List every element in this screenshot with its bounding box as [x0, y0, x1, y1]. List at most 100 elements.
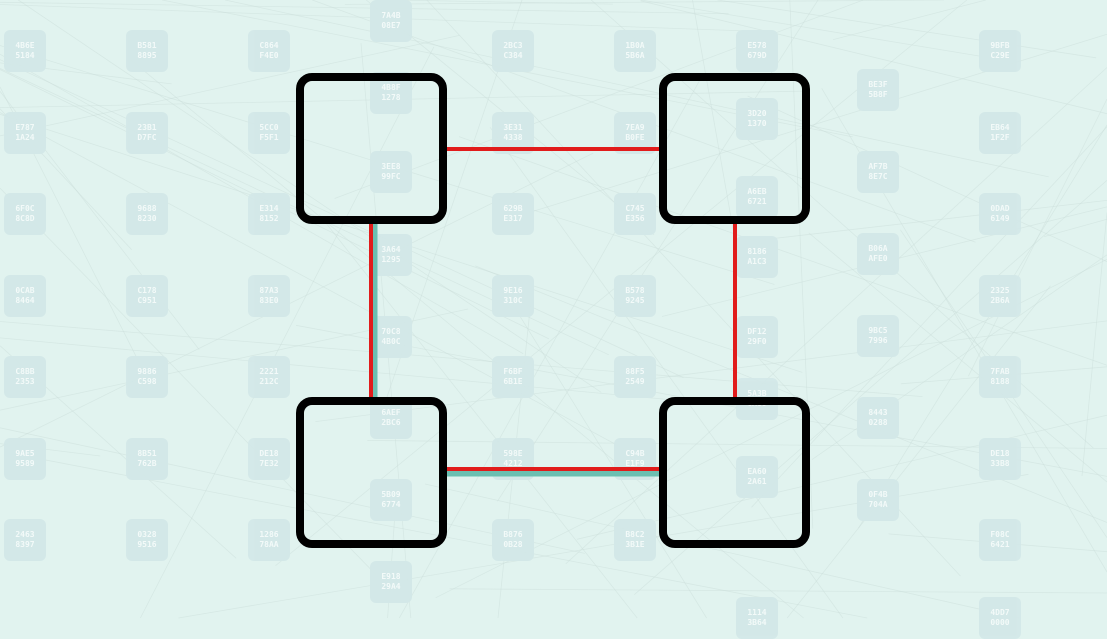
background-web-line [0, 5, 751, 32]
tile-code-bottom: 2549 [625, 377, 644, 387]
background-web-line [345, 0, 944, 4]
background-web-line [0, 68, 609, 354]
background-web-line [498, 303, 531, 618]
tile-code-top: 9BFB [990, 41, 1009, 51]
tile-code-bottom: A1C3 [747, 257, 766, 267]
tile-code-bottom: 8397 [15, 540, 34, 550]
tile-code-top: DE18 [259, 449, 278, 459]
tile-code-top: 6AEF [381, 408, 400, 418]
tile-code-bottom: 0000 [990, 618, 1009, 628]
background-web-line [425, 484, 1019, 618]
tile-code-bottom: 2B6A [990, 296, 1009, 306]
background-web-line [335, 0, 864, 199]
tile-code-bottom: 9245 [625, 296, 644, 306]
background-web-line [0, 113, 660, 469]
tile-code-bottom: 6721 [747, 197, 766, 207]
tile-code-bottom: 704A [868, 500, 887, 510]
background-web-line [162, 0, 853, 137]
tile-code-top: 87A3 [259, 286, 278, 296]
background-web-line [0, 54, 523, 354]
tile-code-top: 9BC5 [868, 326, 887, 336]
background-web-line [1044, 219, 1107, 236]
tile-code-top: E918 [381, 572, 400, 582]
tile-code-bottom: 3B64 [747, 618, 766, 628]
background-web-line [0, 346, 236, 559]
tile-code-bottom: 8E7C [868, 172, 887, 182]
node-top-right [663, 77, 806, 220]
background-web-line [0, 35, 460, 135]
background-web-line [662, 207, 1107, 317]
tile-code-bottom: 2353 [15, 377, 34, 387]
background-web-line [591, 0, 1093, 448]
tile-code-top: C178 [137, 286, 156, 296]
background-web-line [787, 286, 1050, 618]
background-web-line [450, 589, 1107, 593]
tile-code-top: B06A [868, 244, 887, 254]
tile-code-bottom: 29A4 [381, 582, 400, 592]
tile-code-top: 5A3B [747, 389, 766, 399]
tile-code-top: 598E [503, 449, 522, 459]
tile-code-bottom: C951 [137, 296, 156, 306]
tile-code-top: 3EE8 [381, 162, 400, 172]
tile-code-top: C745 [625, 204, 644, 214]
background-web-line [367, 440, 1107, 448]
background-web [0, 0, 1107, 618]
tile-code-top: 1B0A [625, 41, 644, 51]
tile-code-top: F6BF [503, 367, 522, 377]
tile-code-bottom: 6A80 [747, 399, 766, 409]
background-web-line [319, 215, 637, 619]
tile-code-bottom: 2BC6 [381, 418, 400, 428]
background-web-line [0, 444, 100, 456]
node-bottom-right [663, 401, 806, 544]
tile-code-bottom: 5184 [15, 51, 34, 61]
edges [371, 149, 735, 473]
node-top-left [300, 77, 443, 220]
tile-code-bottom: 8464 [15, 296, 34, 306]
background-web-line [44, 460, 867, 618]
tile-code-bottom: 1370 [747, 119, 766, 129]
background-web-line [0, 188, 376, 575]
background-web-line [641, 0, 985, 57]
tile-code-top: 0328 [137, 530, 156, 540]
tile-code-bottom: 6774 [381, 500, 400, 510]
tile-code-top: 9688 [137, 204, 156, 214]
tile-code-top: 7FAB [990, 367, 1009, 377]
tile-code-bottom: 4212 [503, 459, 522, 469]
tile-code-top: E314 [259, 204, 278, 214]
tile-code-top: 0DAD [990, 204, 1009, 214]
tile-code-bottom: 78AA [259, 540, 278, 550]
background-web-line [490, 127, 843, 618]
tile-code-bottom: AFE0 [868, 254, 887, 264]
tile-code-top: 7A4B [381, 11, 400, 21]
tile-code-top: 3D20 [747, 109, 766, 119]
